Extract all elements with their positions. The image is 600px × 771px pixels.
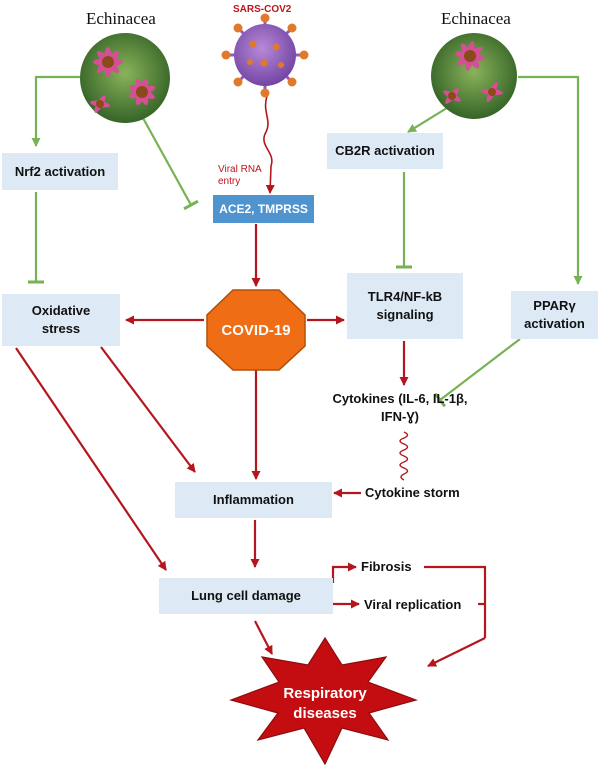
inflammation-box: Inflammation <box>175 482 332 518</box>
ace2-tmprss-box: ACE2, TMPRSS <box>213 195 314 223</box>
cb2r-activation-text: CB2R activation <box>335 143 435 159</box>
inflammation-text: Inflammation <box>213 492 294 508</box>
lung-cell-damage-text: Lung cell damage <box>191 588 301 604</box>
lung-to-fibrosis-arrow <box>331 562 357 583</box>
cytokines-label: Cytokines (IL-6, IL-1β, IFN-Ɣ) <box>332 391 468 425</box>
echinacea-label-right: Echinacea <box>441 9 511 28</box>
viral-rna-entry-arrow <box>263 95 275 194</box>
ppar-activation-text: PPARγ activation <box>524 298 585 331</box>
oxidative-stress-box: Oxidative stress <box>2 294 120 346</box>
lung-cell-damage-box: Lung cell damage <box>159 578 333 614</box>
ppar-activation-box: PPARγ activation <box>511 291 598 339</box>
nrf2-activation-text: Nrf2 activation <box>14 163 106 179</box>
cytokines-storm-squiggle <box>399 431 409 481</box>
covid-octagon <box>206 289 306 371</box>
respiratory-burst <box>229 636 418 766</box>
fibrosis-label: Fibrosis <box>361 559 412 574</box>
ppar-inhibits-cytokines <box>433 338 521 408</box>
echinacea-inhibits-ace2 <box>142 117 199 211</box>
sars-cov2-virus-icon <box>221 13 309 98</box>
oxidative-stress-text: Oxidative stress <box>31 303 91 336</box>
echinacea-label-left: Echinacea <box>86 9 156 28</box>
tlr4-nfkb-text: TLR4/NF-kB signaling <box>367 289 443 322</box>
sars-cov2-label: SARS-COV2 <box>233 4 292 15</box>
respiratory-diseases-label: Respiratory diseases <box>283 685 367 723</box>
echinacea-flower-image-left <box>80 33 170 123</box>
viral-rna-entry-label: Viral RNA entry <box>218 164 262 187</box>
lung-to-respiratory-arrow <box>254 620 273 655</box>
fibrosis-replication-to-respiratory-arrow <box>424 565 487 667</box>
nrf2-activation-arrow <box>31 75 80 147</box>
oxidative-to-lung-arrow <box>15 347 167 571</box>
cytokine-storm-label: Cytokine storm <box>365 485 460 500</box>
oxidative-to-inflammation-arrow <box>100 346 196 473</box>
cb2r-activation-box: CB2R activation <box>327 133 443 169</box>
tlr4-nfkb-box: TLR4/NF-kB signaling <box>347 273 463 339</box>
echinacea-flower-image-right <box>431 33 517 119</box>
viral-replication-label: Viral replication <box>364 597 462 612</box>
nrf2-activation-box: Nrf2 activation <box>2 153 118 190</box>
covid-19-label: COVID-19 <box>221 321 291 339</box>
ppar-activation-arrow <box>518 75 583 285</box>
ace2-tmprss-text: ACE2, TMPRSS <box>219 201 308 216</box>
